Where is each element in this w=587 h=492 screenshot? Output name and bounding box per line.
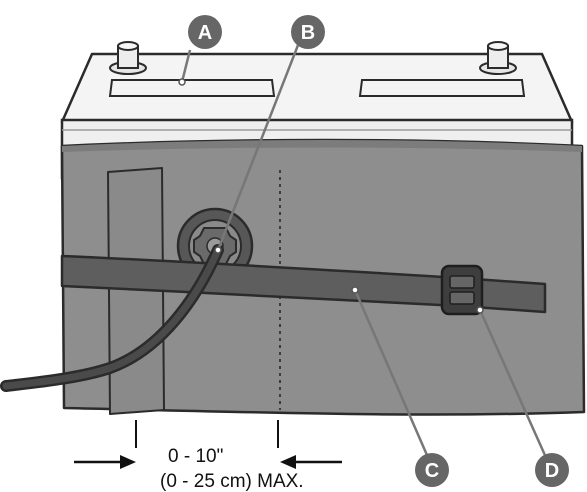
vent-cap-left — [108, 79, 276, 97]
leader-line-b — [216, 39, 302, 251]
callout-b: B — [291, 15, 325, 49]
callout-b-label: B — [301, 22, 315, 44]
callout-c-label: C — [425, 460, 439, 482]
vent-cap-right — [358, 79, 526, 97]
terminal-post-left — [109, 41, 147, 75]
leader-line-d — [478, 309, 550, 463]
battery-blanket — [60, 138, 586, 416]
dimension-indicator: 0 - 10" (0 - 25 cm) MAX. — [74, 420, 342, 492]
callout-a-label: A — [198, 22, 212, 44]
dimension-metric: (0 - 25 cm) MAX. — [160, 471, 304, 492]
dimension-inches: 0 - 10" — [168, 446, 223, 467]
callout-a: A — [188, 15, 222, 49]
callout-c: C — [415, 453, 449, 487]
strap-buckle — [440, 264, 484, 316]
terminal-post-right — [479, 41, 517, 75]
callout-d-label: D — [545, 460, 559, 482]
callout-d: D — [535, 453, 569, 487]
leader-line-a — [180, 49, 192, 83]
leader-line-c — [353, 289, 432, 463]
